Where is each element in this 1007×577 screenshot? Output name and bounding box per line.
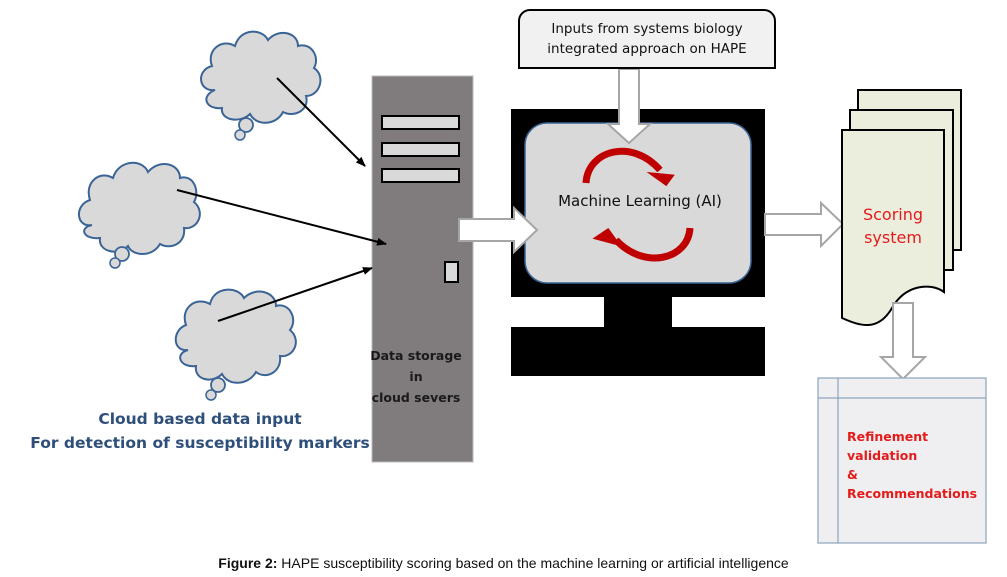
drive-bay-3 [381, 168, 460, 183]
scoring-line-2: system [864, 228, 922, 247]
server-tower [371, 75, 474, 463]
cloud-caption-line-2: For detection of susceptibility markers [30, 434, 370, 452]
data-storage-line-2: in [409, 369, 423, 384]
arrow-ml-to-scoring [764, 200, 845, 249]
refinement-line-2: validation [847, 448, 918, 463]
arrow-cloud-top-to-server [276, 77, 366, 167]
cloud-input-caption: Cloud based data input For detection of … [20, 407, 380, 455]
arrow-cloud-bottom-to-server [217, 267, 373, 322]
scoring-documents [841, 89, 962, 327]
drive-bay-2 [381, 142, 460, 157]
refinement-box [817, 377, 987, 544]
refinement-line-1: Refinement [847, 429, 929, 444]
scoring-system-label: Scoring system [842, 203, 944, 249]
refinement-line-4: Recommendations [847, 486, 978, 501]
data-storage-label: Data storage in cloud severs [370, 345, 462, 408]
inputs-box-line-2: integrated approach on HAPE [547, 41, 747, 57]
inputs-box-line-1: Inputs from systems biology [551, 21, 743, 37]
cloud-caption-line-1: Cloud based data input [98, 410, 302, 428]
figure-caption: Figure 2: HAPE susceptibility scoring ba… [0, 555, 1007, 571]
drive-bay-1 [381, 115, 460, 130]
figure-caption-prefix: Figure 2: [218, 555, 278, 571]
refinement-label: Refinement validation & Recommendations [847, 427, 977, 503]
cloud-bottom [174, 288, 297, 401]
cycle-arrows-icon [582, 147, 694, 262]
data-storage-line-1: Data storage [370, 348, 462, 363]
figure-caption-text: HAPE susceptibility scoring based on the… [277, 555, 789, 571]
monitor [511, 109, 765, 376]
cloud-top [200, 30, 322, 141]
arrow-server-to-ml [458, 205, 539, 255]
power-button [444, 261, 459, 283]
scoring-line-1: Scoring [862, 205, 924, 224]
refinement-line-3: & [847, 467, 858, 482]
arrow-scoring-to-refinement [878, 302, 928, 381]
machine-learning-label: Machine Learning (AI) [558, 192, 722, 210]
arrow-inputs-to-ml [605, 68, 653, 145]
data-storage-line-3: cloud severs [371, 390, 461, 405]
arrow-cloud-middle-to-server [176, 189, 387, 246]
systems-biology-inputs-box: Inputs from systems biology integrated a… [518, 9, 776, 69]
cloud-middle [78, 162, 201, 269]
